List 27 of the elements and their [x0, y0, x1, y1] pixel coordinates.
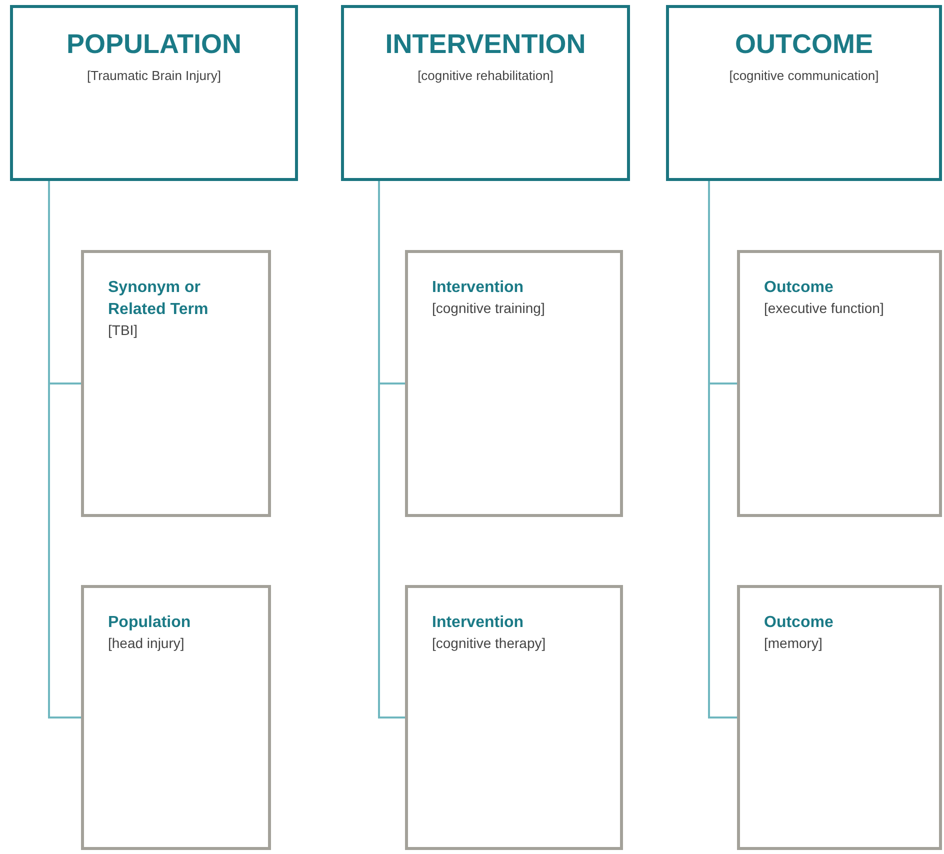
example-term: [cognitive therapy]: [432, 634, 546, 653]
category-box: [341, 5, 630, 181]
term-box: [81, 585, 271, 850]
term-box: [405, 250, 623, 517]
example-term: [cognitive communication]: [729, 66, 879, 85]
example-term: [cognitive training]: [432, 299, 545, 318]
term-heading: Outcome: [764, 613, 834, 633]
category-box: [666, 5, 942, 181]
example-term: [Traumatic Brain Injury]: [87, 66, 221, 85]
example-term: [cognitive rehabilitation]: [418, 66, 554, 85]
term-box: [737, 585, 942, 850]
example-term: [TBI]: [108, 321, 138, 340]
term-box: [81, 250, 271, 517]
term-heading: Outcome: [764, 278, 834, 298]
term-box: [405, 585, 623, 850]
category-box: [10, 5, 298, 181]
example-term: [head injury]: [108, 634, 184, 653]
example-term: [executive function]: [764, 299, 884, 318]
term-box: [737, 250, 942, 517]
category-title: OUTCOME: [735, 28, 873, 61]
term-heading: Population: [108, 613, 191, 633]
term-heading: Synonym or Related Term: [108, 278, 210, 320]
category-title: INTERVENTION: [385, 28, 586, 61]
category-title: POPULATION: [66, 28, 242, 61]
term-heading: Intervention: [432, 613, 524, 633]
term-heading: Intervention: [432, 278, 524, 298]
example-term: [memory]: [764, 634, 822, 653]
